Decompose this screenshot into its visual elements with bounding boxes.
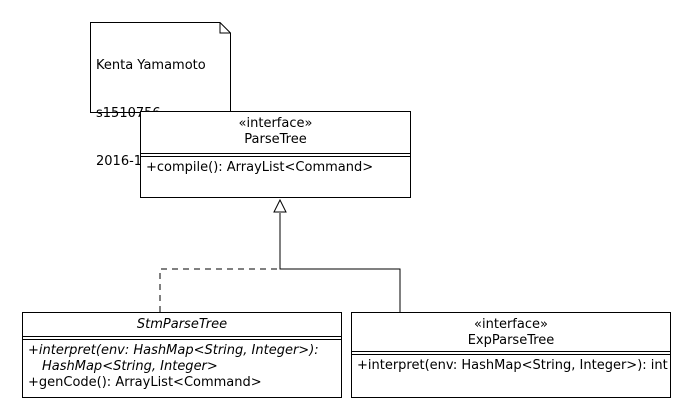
class-name: ParseTree bbox=[244, 132, 307, 147]
class-header: «interface» ParseTree bbox=[141, 112, 410, 148]
class-parse-tree[interactable]: «interface» ParseTree +compile(): ArrayL… bbox=[140, 111, 411, 198]
note-shape bbox=[90, 22, 231, 113]
note: Kenta Yamamoto s1510756 2016-12-12 bbox=[90, 22, 231, 169]
method-gencode: +genCode(): ArrayList<Command> bbox=[28, 375, 262, 390]
method-list: +interpret(env: HashMap<String, Integer>… bbox=[23, 340, 341, 394]
method-compile: +compile(): ArrayList<Command> bbox=[146, 160, 374, 175]
method-interpret-return: HashMap<String, Integer> bbox=[42, 359, 218, 374]
inheritance-arrowhead bbox=[273, 198, 287, 213]
realization-line-stm bbox=[159, 268, 280, 312]
class-header: StmParseTree bbox=[23, 313, 341, 333]
method-interpret: +interpret(env: HashMap<String, Integer>… bbox=[28, 343, 319, 358]
class-exp-parse-tree[interactable]: «interface» ExpParseTree +interpret(env:… bbox=[351, 312, 671, 398]
class-stm-parse-tree[interactable]: StmParseTree +interpret(env: HashMap<Str… bbox=[22, 312, 342, 398]
method-interpret: +interpret(env: HashMap<String, Integer>… bbox=[357, 358, 668, 373]
generalization-line-exp bbox=[279, 213, 401, 312]
stereotype: «interface» bbox=[238, 116, 313, 131]
class-name: StmParseTree bbox=[136, 317, 228, 332]
method-list: +compile(): ArrayList<Command> bbox=[141, 157, 410, 179]
class-header: «interface» ExpParseTree bbox=[352, 313, 670, 349]
method-list: +interpret(env: HashMap<String, Integer>… bbox=[352, 355, 670, 377]
class-name: ExpParseTree bbox=[467, 333, 555, 348]
note-author: Kenta Yamamoto bbox=[96, 58, 206, 73]
stereotype: «interface» bbox=[474, 317, 548, 332]
